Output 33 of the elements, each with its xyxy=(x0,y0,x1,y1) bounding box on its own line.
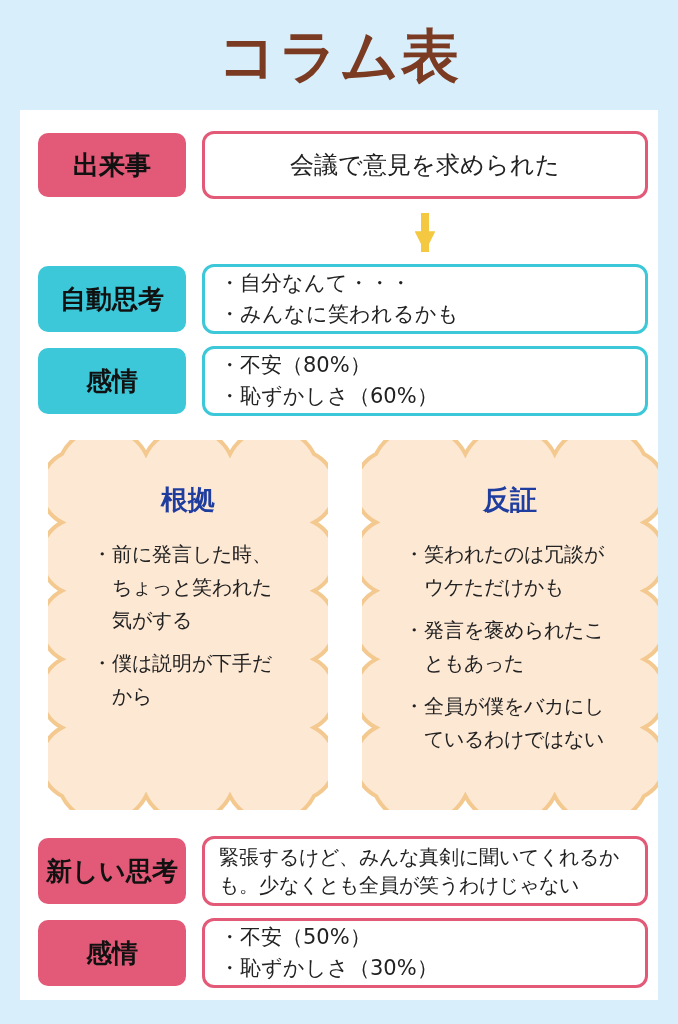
content-text: ・自分なんて・・・ xyxy=(219,269,412,297)
box-label: 感情 xyxy=(86,936,138,970)
box-label: 自動思考 xyxy=(60,282,164,316)
box-label: 新しい思考 xyxy=(46,854,178,888)
thought-cloud xyxy=(48,440,328,810)
content-text: ・みんなに笑われるかも xyxy=(219,301,460,328)
bullet-text: ・笑われたのは冗談がウケただけかも xyxy=(404,541,605,601)
bullet-text: ・僕は説明が下手だから xyxy=(92,650,273,710)
content-text: ・恥ずかしさ（30%） xyxy=(219,955,439,982)
label-box xyxy=(38,838,186,904)
content-box xyxy=(202,264,648,334)
content-text: ・不安（80%） xyxy=(219,351,372,379)
event-text: 会議で意見を求められた xyxy=(290,150,560,181)
cloud-heading: 根拠 xyxy=(161,483,215,517)
label-box xyxy=(38,133,186,197)
content-text: ・恥ずかしさ（60%） xyxy=(219,383,439,410)
content-text: 緊張するけど、みんな真剣に聞いてくれるかも。少なくとも全員が笑うわけじゃない xyxy=(219,844,620,899)
content-text: ・不安（50%） xyxy=(219,923,372,951)
box-label: 感情 xyxy=(86,364,138,398)
cloud-heading: 反証 xyxy=(483,483,537,517)
bullet-text: ・前に発言した時、ちょっと笑われた気がする xyxy=(92,541,273,634)
content-box xyxy=(202,131,648,199)
content-box xyxy=(202,918,648,988)
bullet-text: ・発言を褒められたこともあった xyxy=(404,617,605,677)
bullet-text: ・全員が僕をバカにしているわけではない xyxy=(404,693,605,753)
thought-cloud xyxy=(362,440,658,810)
label-box xyxy=(38,348,186,414)
title: コラム表 xyxy=(216,21,462,92)
content-box xyxy=(202,346,648,416)
label-box xyxy=(38,266,186,332)
content-box xyxy=(202,836,648,906)
box-label: 出来事 xyxy=(73,148,151,182)
label-box xyxy=(38,920,186,986)
